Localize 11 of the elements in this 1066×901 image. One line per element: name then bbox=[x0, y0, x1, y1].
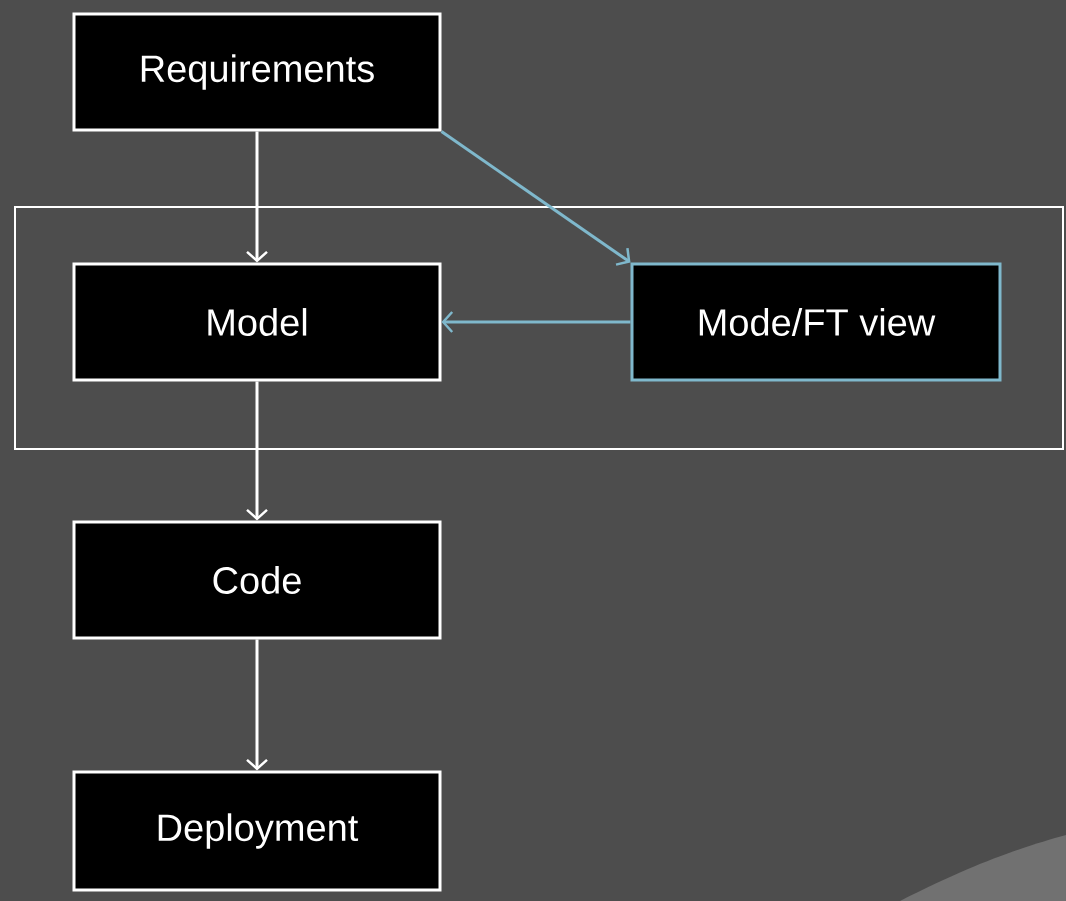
arrow bbox=[246, 639, 268, 771]
process-box: Requirements bbox=[72, 12, 442, 132]
arrow bbox=[441, 311, 631, 333]
group-frame bbox=[14, 206, 1064, 450]
process-box: Code bbox=[72, 520, 442, 640]
process-box: Deployment bbox=[72, 770, 442, 892]
process-box: Mode/FT view bbox=[630, 262, 1002, 382]
arrow bbox=[246, 381, 268, 521]
arrow bbox=[246, 131, 268, 263]
process-box: Model bbox=[72, 262, 442, 382]
arrow bbox=[440, 130, 631, 266]
